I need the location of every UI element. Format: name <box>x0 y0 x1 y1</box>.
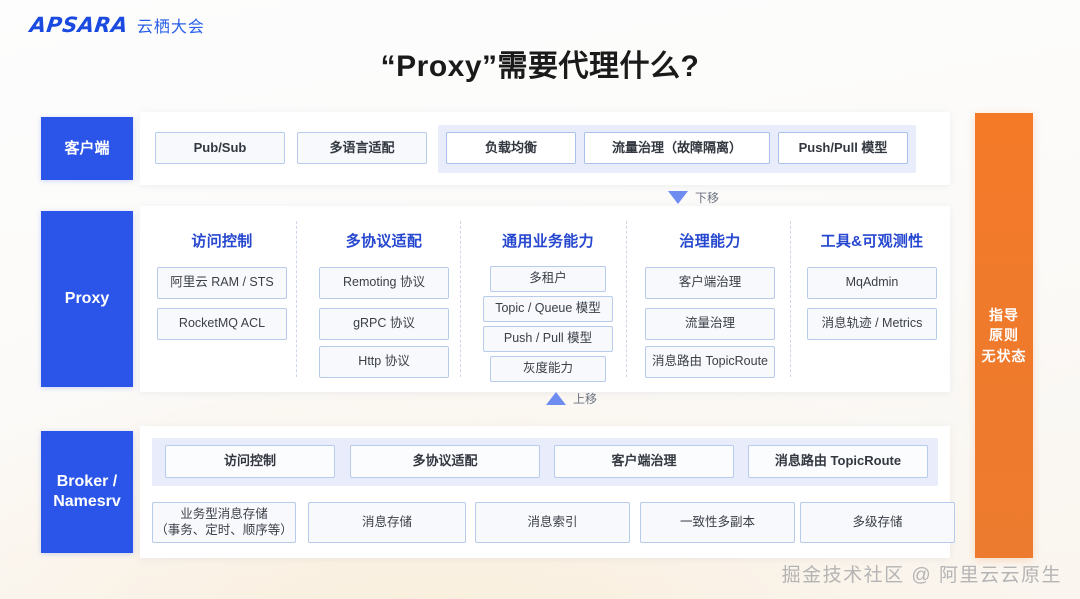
move-down-label: 下移 <box>695 191 720 205</box>
proxy-chip-3-2[interactable]: 消息路由 TopicRoute <box>645 346 775 378</box>
brand-apsara-wordmark: APSARA <box>28 13 130 37</box>
broker-label-line1: Broker / <box>56 472 118 490</box>
broker-bottom-chip-0-line2: （事务、定时、顺序等） <box>155 522 293 537</box>
broker-bottom-chip-3-line1: 一致性多副本 <box>679 514 755 529</box>
proxy-column-title-1: 多协议适配 <box>345 233 423 250</box>
broker-bottom-chip-4[interactable]: 多级存储 <box>800 502 955 543</box>
triangle-up-icon <box>546 392 566 405</box>
triangle-down-icon <box>668 191 688 204</box>
proxy-chip-2-0[interactable]: 多租户 <box>490 266 606 292</box>
row-label-proxy: Proxy <box>41 211 133 387</box>
broker-top-chip-1[interactable]: 多协议适配 <box>350 445 540 478</box>
proxy-chip-0-0[interactable]: 阿里云 RAM / STS <box>157 267 287 299</box>
proxy-chip-4-1[interactable]: 消息轨迹 / Metrics <box>807 308 937 340</box>
proxy-chip-2-2[interactable]: Push / Pull 模型 <box>483 326 613 352</box>
broker-bottom-chip-0-line1: 业务型消息存储 <box>180 506 268 521</box>
broker-bottom-chip-2-line1: 消息索引 <box>527 514 578 529</box>
principle-line3: 无状态 <box>981 347 1027 364</box>
broker-bottom-chip-3[interactable]: 一致性多副本 <box>640 502 795 543</box>
client-chip-3[interactable]: 流量治理（故障隔离） <box>584 132 770 164</box>
move-up-label: 上移 <box>573 392 598 406</box>
proxy-column-title-0: 访问控制 <box>191 233 253 250</box>
principle-rail-text: 指导 原则 无状态 <box>982 305 1027 366</box>
move-up-indicator: 上移 <box>546 390 597 407</box>
broker-bottom-chip-0[interactable]: 业务型消息存储（事务、定时、顺序等） <box>152 502 296 543</box>
proxy-chip-3-1[interactable]: 流量治理 <box>645 308 775 340</box>
broker-top-chip-3[interactable]: 消息路由 TopicRoute <box>748 445 928 478</box>
watermark: 掘金技术社区 @ 阿里云云原生 <box>781 565 1062 586</box>
proxy-chip-3-0[interactable]: 客户端治理 <box>645 267 775 299</box>
proxy-chip-2-1[interactable]: Topic / Queue 模型 <box>483 296 613 322</box>
proxy-chip-2-3[interactable]: 灰度能力 <box>490 356 606 382</box>
row-label-broker: Broker / Namesrv <box>41 431 133 553</box>
proxy-column-title-2: 通用业务能力 <box>502 233 594 250</box>
proxy-chip-4-0[interactable]: MqAdmin <box>807 267 937 299</box>
broker-top-chip-0[interactable]: 访问控制 <box>165 445 335 478</box>
proxy-divider-2 <box>626 221 627 377</box>
proxy-divider-1 <box>460 221 461 377</box>
brand-logo: APSARA 云栖大会 <box>28 13 205 37</box>
client-chip-2[interactable]: 负载均衡 <box>446 132 576 164</box>
client-chip-0[interactable]: Pub/Sub <box>155 132 285 164</box>
broker-bottom-chip-4-line1: 多级存储 <box>852 514 903 529</box>
principle-line1: 指导 <box>989 307 1019 324</box>
proxy-chip-0-1[interactable]: RocketMQ ACL <box>157 308 287 340</box>
proxy-column-title-4: 工具&可观测性 <box>820 233 924 250</box>
client-chip-4[interactable]: Push/Pull 模型 <box>778 132 908 164</box>
broker-bottom-chip-2[interactable]: 消息索引 <box>475 502 630 543</box>
brand-chinese-name: 云栖大会 <box>136 19 205 36</box>
proxy-chip-1-0[interactable]: Remoting 协议 <box>319 267 449 299</box>
move-down-indicator: 下移 <box>668 189 719 206</box>
proxy-divider-3 <box>790 221 791 377</box>
page-title: “Proxy”需要代理什么? <box>380 50 700 83</box>
proxy-divider-0 <box>296 221 297 377</box>
proxy-chip-1-2[interactable]: Http 协议 <box>319 346 449 378</box>
broker-bottom-chip-1[interactable]: 消息存储 <box>308 502 466 543</box>
client-chip-1[interactable]: 多语言适配 <box>297 132 427 164</box>
proxy-column-title-3: 治理能力 <box>679 233 741 250</box>
row-label-client: 客户端 <box>41 117 133 180</box>
broker-label-text: Broker / Namesrv <box>53 472 121 513</box>
principle-rail: 指导 原则 无状态 <box>975 113 1033 558</box>
broker-label-line2: Namesrv <box>53 493 121 510</box>
broker-bottom-chip-1-line1: 消息存储 <box>361 514 412 529</box>
principle-line2: 原则 <box>989 327 1019 344</box>
broker-top-chip-2[interactable]: 客户端治理 <box>554 445 734 478</box>
proxy-chip-1-1[interactable]: gRPC 协议 <box>319 308 449 340</box>
